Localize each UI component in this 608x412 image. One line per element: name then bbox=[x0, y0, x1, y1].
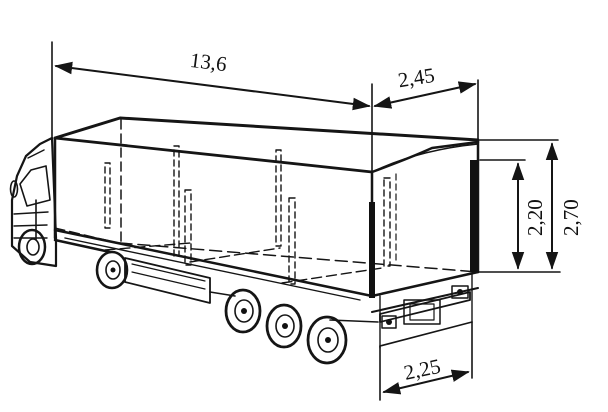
rear-door-posts bbox=[369, 160, 478, 298]
cab-wheel bbox=[17, 228, 47, 266]
trailer-wheel-front bbox=[95, 250, 129, 290]
total-height-label: 2,70 bbox=[559, 199, 583, 236]
length-label: 13,6 bbox=[189, 48, 228, 76]
trailer-wheel-rear-2 bbox=[265, 303, 303, 349]
width-top-label: 2,45 bbox=[396, 63, 436, 92]
rear-bumper bbox=[379, 285, 471, 329]
width-bottom-dimension bbox=[379, 321, 473, 401]
side-stakes bbox=[104, 145, 397, 285]
width-top-dimension bbox=[373, 79, 479, 141]
length-dimension bbox=[51, 41, 373, 173]
trailer-wheel-rear-3 bbox=[306, 315, 348, 365]
truck-cab bbox=[9, 136, 58, 268]
height-dimensions bbox=[475, 139, 561, 273]
trailer-wheel-rear-1 bbox=[224, 288, 262, 334]
inner-height-label: 2,20 bbox=[523, 199, 547, 236]
